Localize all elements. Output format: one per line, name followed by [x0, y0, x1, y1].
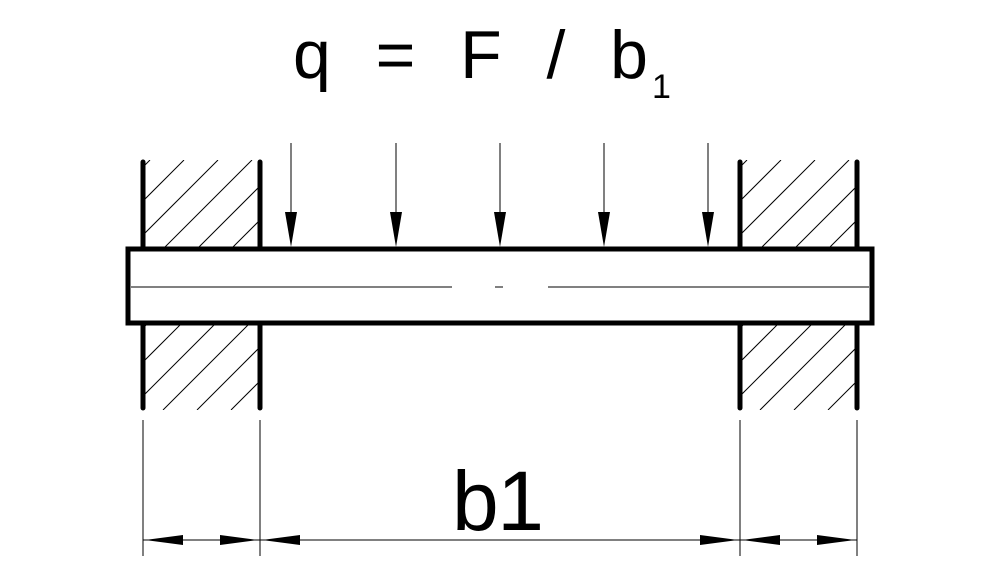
hatch-line — [143, 160, 185, 202]
dimension-line — [260, 535, 740, 545]
distributed-load-arrows — [285, 143, 714, 247]
hatch-line — [299, 160, 388, 249]
hatch-line — [624, 160, 713, 249]
hatch-line — [143, 323, 183, 363]
dimension-arrowhead — [262, 535, 300, 545]
hatch-line — [590, 323, 677, 410]
hatch-line — [930, 160, 988, 249]
hatch-line — [759, 323, 848, 410]
dimension-arrowhead — [817, 535, 855, 545]
right-support — [737, 159, 860, 411]
dimension-arrowhead — [700, 535, 738, 545]
dimension-arrowhead — [220, 535, 258, 545]
hatch-line — [401, 323, 488, 410]
load-arrow — [494, 143, 506, 247]
hatch-line — [740, 160, 748, 168]
dimension-line — [143, 535, 260, 545]
hatch-line — [740, 323, 780, 363]
hatch-region — [590, 323, 988, 410]
hatch-line — [230, 219, 260, 249]
hatch-line — [964, 323, 988, 410]
hatch-line — [27, 160, 116, 249]
hatch-line — [896, 160, 985, 249]
hatch-line — [230, 380, 260, 410]
hatch-line — [862, 160, 951, 249]
dimension-arrowhead — [145, 535, 183, 545]
formula-subscript: 1 — [652, 68, 671, 106]
hatch-line — [827, 219, 857, 249]
hatch-line — [793, 185, 857, 249]
beam — [125, 246, 875, 326]
hatch-region — [624, 160, 988, 249]
hatch-line — [759, 160, 850, 249]
dimension-lines — [143, 535, 857, 545]
load-arrow — [390, 143, 402, 247]
hatch-line — [367, 160, 456, 249]
hatch-line — [162, 160, 253, 249]
hatch-line — [162, 323, 251, 410]
hatch-line — [27, 323, 114, 410]
hatch-line — [367, 323, 454, 410]
load-arrow — [702, 143, 714, 247]
hatch-line — [196, 346, 260, 410]
hatch-line — [964, 160, 988, 249]
hatch-line — [896, 323, 983, 410]
hatch-line — [265, 160, 354, 249]
hatch-line — [624, 323, 711, 410]
hatch-line — [0, 160, 82, 249]
dimension-label-b1: b1 — [452, 454, 544, 548]
hatch-region — [0, 160, 490, 249]
formula-label: q=F/b — [293, 17, 648, 93]
hatch-line — [143, 160, 151, 168]
hatch-line — [0, 323, 80, 410]
hatch-line — [333, 323, 420, 410]
hatch-line — [196, 185, 260, 249]
hatch-line — [740, 323, 746, 329]
wall-hatching — [0, 160, 988, 410]
dimension-line — [740, 535, 857, 545]
left-support — [140, 159, 263, 411]
load-arrow — [285, 143, 297, 247]
hatch-line — [793, 346, 857, 410]
dimension-arrowhead — [742, 535, 780, 545]
hatch-line — [827, 380, 857, 410]
hatch-line — [930, 323, 988, 410]
hatch-line — [401, 160, 490, 249]
hatch-line — [265, 323, 352, 410]
hatch-line — [740, 160, 782, 202]
dimension-extension-lines — [142, 420, 858, 556]
load-arrow — [598, 143, 610, 247]
hatch-region — [0, 323, 488, 410]
hatch-line — [333, 160, 422, 249]
hatch-line — [862, 323, 949, 410]
hatch-line — [143, 323, 149, 329]
hatch-line — [299, 323, 386, 410]
